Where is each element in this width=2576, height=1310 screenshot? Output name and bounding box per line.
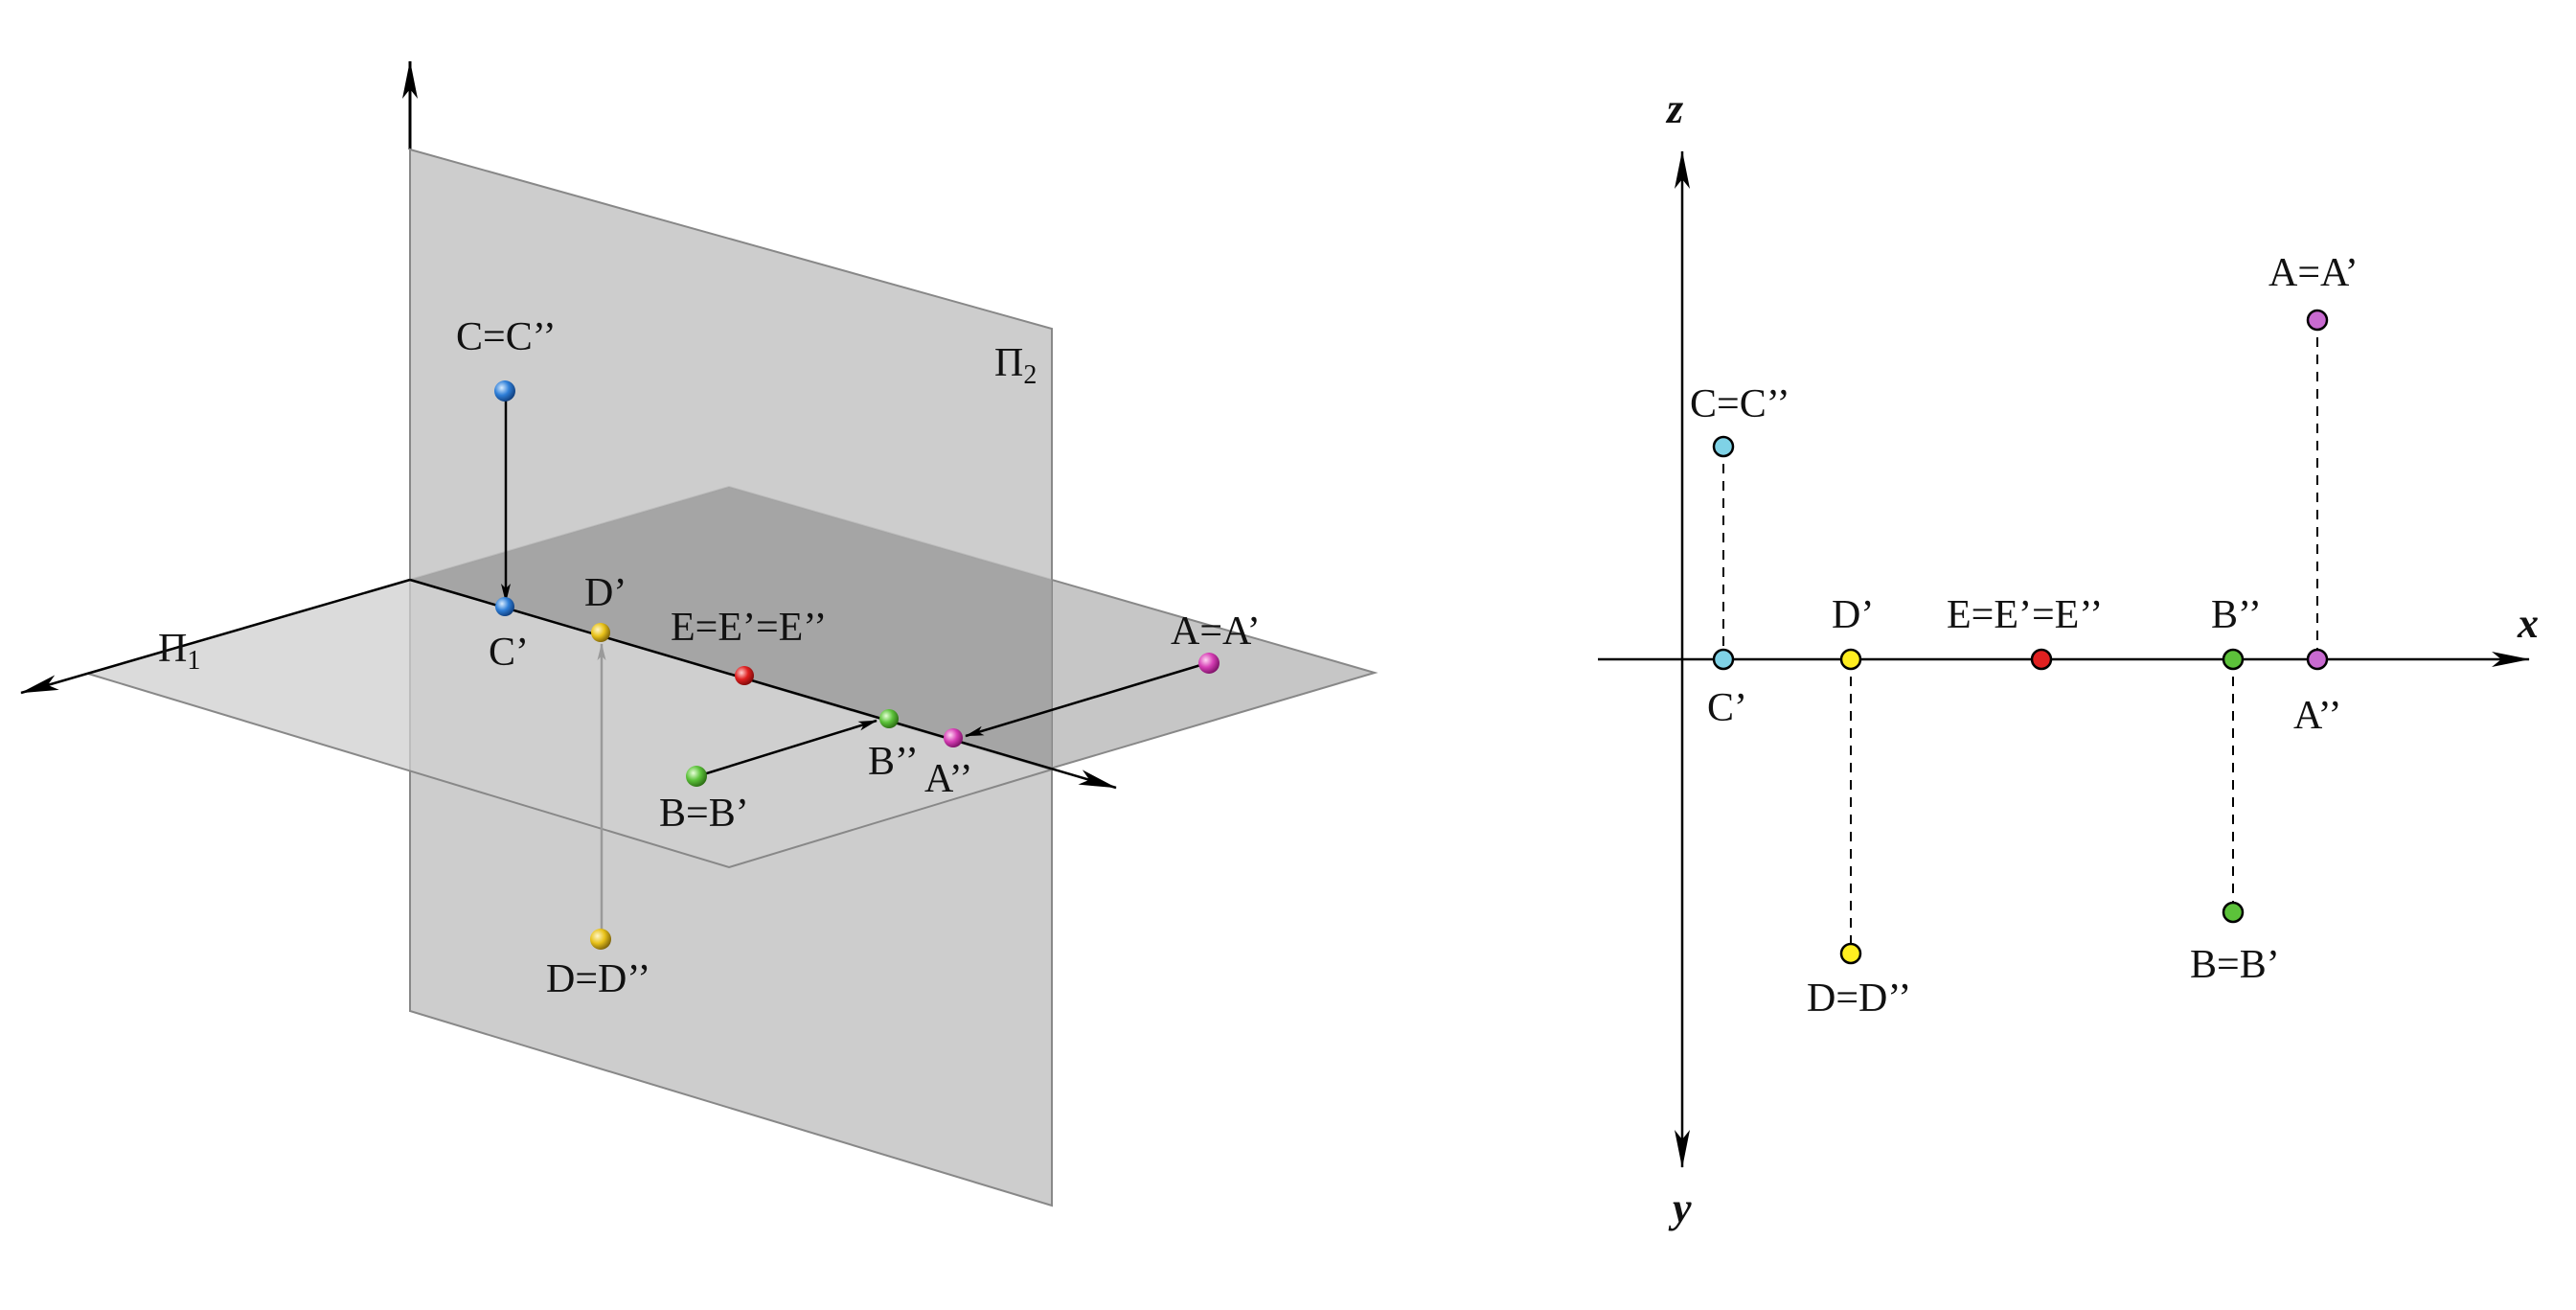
label-b-double-prime: B’’	[868, 740, 919, 784]
point-d	[1839, 942, 1862, 965]
point-d-prime	[1839, 648, 1862, 671]
right-2d-diagram: z x y A=A’ C=C’’ D’ E=E’=E’’ B’’ C’ A’’ …	[1598, 85, 2539, 1231]
x-axis-label: x	[2517, 600, 2539, 647]
sphere-d-prime	[591, 623, 610, 642]
label-a-double-prime: A’’	[924, 757, 973, 801]
point-e	[2030, 648, 2053, 671]
label-d: D=D’’	[546, 957, 650, 1001]
left-3d-diagram: Π2 Π1 C=C’’ C’ D’ E=E’=E’’ A=A’ B’’ A’’ …	[20, 60, 1379, 1207]
point-b	[2222, 901, 2245, 924]
label-b: B=B’	[659, 792, 749, 836]
point-c-prime	[1712, 648, 1735, 671]
point-c	[1712, 435, 1735, 458]
sphere-a	[1198, 653, 1220, 674]
y-axis-label: y	[1668, 1184, 1692, 1231]
point-a-double-prime	[2306, 648, 2329, 671]
label-e: E=E’=E’’	[671, 606, 827, 650]
sphere-b	[686, 766, 707, 787]
z-axis-label: z	[1665, 85, 1683, 132]
pi2-label: Π2	[994, 341, 1037, 390]
sphere-e	[735, 666, 754, 685]
projection-b-arrow	[696, 719, 878, 778]
sphere-c	[494, 380, 515, 402]
plane-overlap	[410, 487, 1052, 770]
sphere-b-double-prime	[879, 709, 899, 728]
r-label-d: D=D’’	[1807, 977, 1911, 1021]
point-b-double-prime	[2222, 648, 2245, 671]
label-c-prime: C’	[489, 631, 529, 675]
r-label-a: A=A’	[2268, 251, 2359, 295]
label-a: A=A’	[1171, 609, 1261, 654]
sphere-a-double-prime	[944, 728, 963, 747]
r-label-a-double-prime: A’’	[2293, 694, 2342, 738]
sphere-c-prime	[495, 597, 514, 616]
r-label-e: E=E’=E’’	[1947, 593, 2103, 637]
label-c: C=C’’	[456, 315, 557, 359]
projection-a-arrow	[965, 661, 1208, 738]
intersection-axis-arrow	[409, 578, 1117, 790]
r-label-c-prime: C’	[1707, 686, 1747, 730]
point-a	[2306, 309, 2329, 332]
label-d-prime: D’	[584, 571, 627, 615]
pi1-label: Π1	[158, 627, 200, 676]
sphere-d	[590, 929, 611, 950]
r-label-b-double-prime: B’’	[2211, 593, 2262, 637]
r-label-d-prime: D’	[1832, 593, 1874, 637]
pi1-axis-arrow	[20, 578, 411, 695]
r-label-b: B=B’	[2190, 943, 2280, 987]
r-label-c: C=C’’	[1690, 382, 1790, 426]
